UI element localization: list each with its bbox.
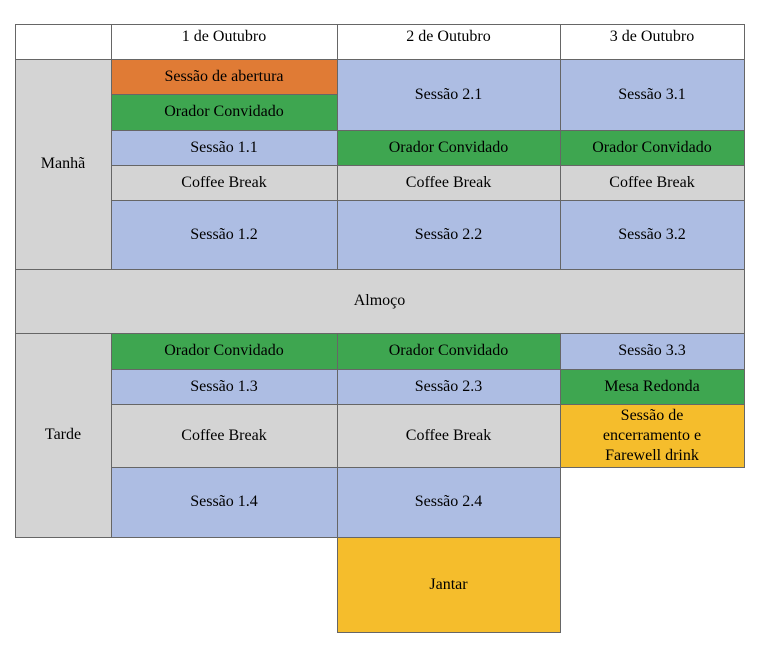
day1-session-1-1: Sessão 1.1 xyxy=(110,129,338,166)
day3-guest-speaker: Orador Convidado xyxy=(559,129,745,166)
day2-coffee-break: Coffee Break xyxy=(336,164,561,201)
day3-session-3-2: Sessão 3.2 xyxy=(559,199,745,270)
header-empty xyxy=(14,23,112,60)
day2-dinner: Jantar xyxy=(336,536,561,633)
day2-afternoon-guest-speaker: Orador Convidado xyxy=(336,332,561,370)
day3-session-3-1: Sessão 3.1 xyxy=(559,58,745,131)
day2-session-2-1: Sessão 2.1 xyxy=(336,58,561,131)
day2-afternoon-coffee-break: Coffee Break xyxy=(336,403,561,468)
day2-session-2-3: Sessão 2.3 xyxy=(336,368,561,405)
header-day2: 2 de Outubro xyxy=(336,23,561,60)
day1-opening-session: Sessão de abertura xyxy=(110,58,338,95)
day1-afternoon-guest-speaker: Orador Convidado xyxy=(110,332,338,370)
day3-round-table: Mesa Redonda xyxy=(559,368,745,405)
day1-session-1-4: Sessão 1.4 xyxy=(110,466,338,538)
day1-coffee-break: Coffee Break xyxy=(110,164,338,201)
day2-session-2-2: Sessão 2.2 xyxy=(336,199,561,270)
header-day3: 3 de Outubro xyxy=(559,23,745,60)
day3-coffee-break: Coffee Break xyxy=(559,164,745,201)
day1-guest-speaker: Orador Convidado xyxy=(110,93,338,131)
header-day1: 1 de Outubro xyxy=(110,23,338,60)
day1-session-1-3: Sessão 1.3 xyxy=(110,368,338,405)
day2-session-2-4: Sessão 2.4 xyxy=(336,466,561,538)
period-afternoon: Tarde xyxy=(14,332,112,538)
day3-session-3-3: Sessão 3.3 xyxy=(559,332,745,370)
day2-guest-speaker: Orador Convidado xyxy=(336,129,561,166)
day3-closing-session: Sessão de encerramento e Farewell drink xyxy=(559,403,745,468)
period-morning: Manhã xyxy=(14,58,112,270)
day1-session-1-2: Sessão 1.2 xyxy=(110,199,338,270)
day1-afternoon-coffee-break: Coffee Break xyxy=(110,403,338,468)
lunch-row: Almoço xyxy=(14,268,745,334)
